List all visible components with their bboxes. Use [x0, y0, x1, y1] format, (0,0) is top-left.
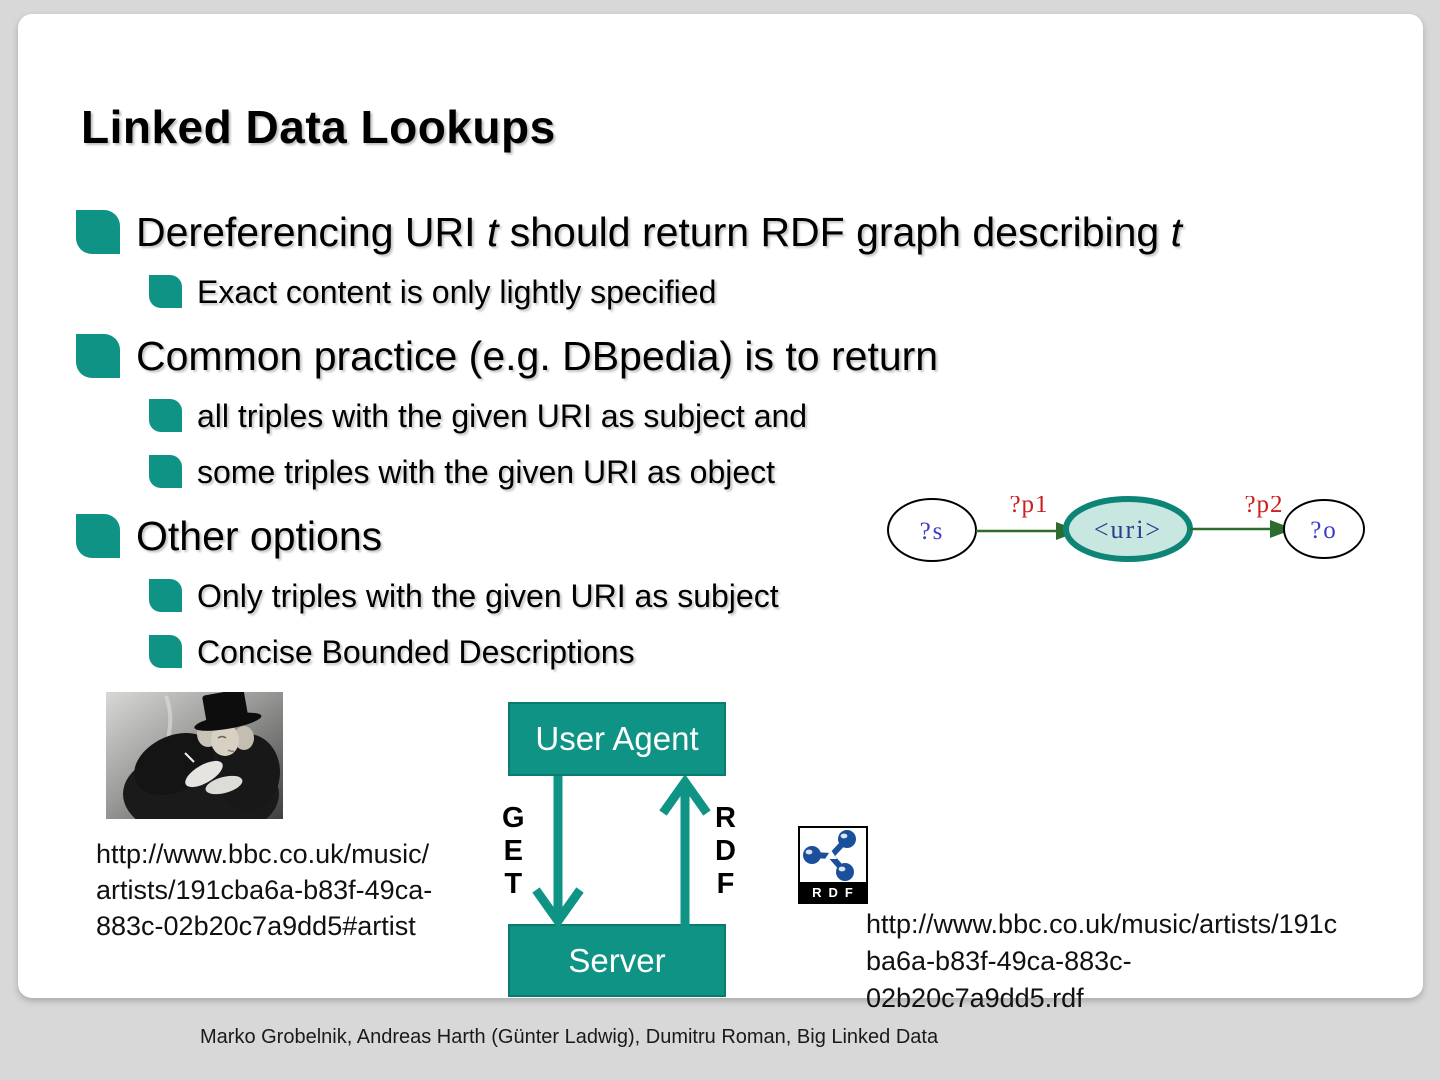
artist-uri-text: http://www.bbc.co.uk/music/ artists/191c…: [96, 839, 433, 941]
bullet-item: Concise Bounded Descriptions: [149, 632, 1393, 672]
subject-node-label: ?s: [920, 518, 945, 545]
bullet-square-icon: [149, 399, 182, 432]
rdf-arrowhead-icon: [659, 776, 711, 816]
bullet-text: Only triples with the given URI as subje…: [197, 578, 779, 614]
bullet-square-icon: [149, 455, 182, 488]
bullet-text: Dereferencing URI t should return RDF gr…: [136, 209, 1183, 255]
bullet-item: Only triples with the given URI as subje…: [149, 576, 1393, 616]
server-box: Server: [508, 924, 726, 997]
bullet-square-icon: [76, 210, 120, 254]
predicate1-label: ?p1: [1009, 496, 1048, 518]
get-label: G E T: [502, 802, 525, 900]
bullet-square-icon: [149, 275, 182, 308]
bullet-list: Dereferencing URI t should return RDF gr…: [76, 208, 1393, 672]
predicate2-arrowhead-icon: [1270, 520, 1294, 538]
server-label: Server: [568, 941, 666, 979]
bullet-item: some triples with the given URI as objec…: [149, 452, 1393, 492]
bullet-item: Dereferencing URI t should return RDF gr…: [76, 208, 1393, 256]
bullet-text: all triples with the given URI as subjec…: [197, 398, 808, 434]
bullet-text: some triples with the given URI as objec…: [197, 454, 776, 490]
bullet-square-icon: [149, 635, 182, 668]
bullet-item: all triples with the given URI as subjec…: [149, 396, 1393, 436]
bullet-text: Common practice (e.g. DBpedia) is to ret…: [136, 333, 939, 379]
bullet-text: Exact content is only lightly specified: [197, 274, 717, 310]
page-title: Linked Data Lookups: [81, 101, 556, 153]
artist-photo: [106, 692, 283, 819]
footer-credits: Marko Grobelnik, Andreas Harth (Günter L…: [200, 1026, 939, 1048]
rdf-response-label: R D F: [715, 802, 736, 900]
bullet-item: Other options: [76, 512, 1393, 560]
uri-node-label: <uri>: [1094, 515, 1162, 544]
user-agent-box: User Agent: [508, 702, 726, 776]
object-node-label: ?o: [1310, 517, 1338, 544]
rdf-logo-icon: RDF: [798, 826, 868, 904]
bullet-text: Concise Bounded Descriptions: [197, 634, 635, 670]
rdf-triple-diagram: ?s ?p1 <uri> ?p2 ?o: [887, 496, 1365, 562]
user-agent-label: User Agent: [535, 720, 699, 757]
rdf-molecule-icon: [803, 830, 856, 881]
predicate2-label: ?p2: [1244, 496, 1283, 518]
bullet-item: Common practice (e.g. DBpedia) is to ret…: [76, 332, 1393, 380]
slide: Linked Data Lookups Dereferencing URI t …: [18, 14, 1423, 1013]
object-node: [1283, 499, 1365, 559]
bullet-square-icon: [149, 579, 182, 612]
http-arrows: [532, 776, 711, 926]
rdf-document-url-text: http://www.bbc.co.uk/music/artists/191c …: [866, 909, 1338, 1013]
bullet-square-icon: [76, 334, 120, 378]
bullet-square-icon: [76, 514, 120, 558]
get-arrowhead-icon: [532, 887, 584, 926]
bullet-item: Exact content is only lightly specified: [149, 272, 1393, 312]
bullet-text: Other options: [136, 513, 383, 559]
rdf-icon-label: RDF: [800, 882, 866, 902]
